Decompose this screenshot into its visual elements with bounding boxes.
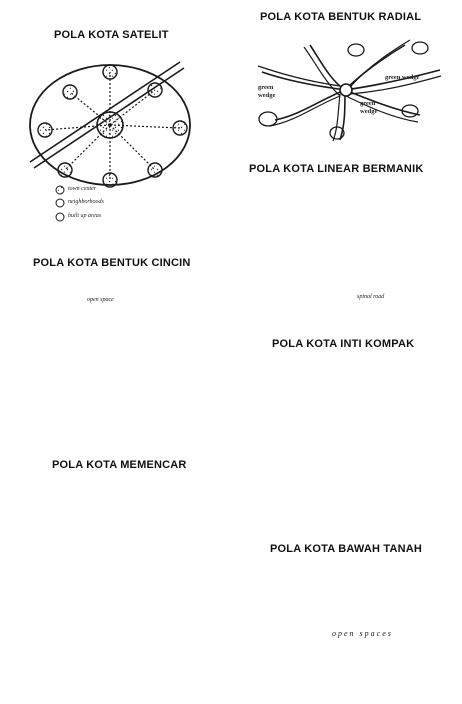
label-green-wedge-1: green wedge [258, 84, 292, 100]
label-open-spaces: open spaces [332, 629, 393, 638]
label-green-wedge-3: green wedge [360, 100, 388, 116]
legend-town-center: town center [68, 186, 96, 192]
label-spinal-road: spinal road [357, 294, 384, 300]
label-green-wedge-2: green wedge [385, 74, 419, 81]
legend-built-up: built up areas [68, 213, 101, 219]
label-open-space: open space [87, 297, 114, 303]
diagram-satelit [30, 62, 190, 221]
legend-neighborhoods: neighborhoods [68, 199, 104, 205]
